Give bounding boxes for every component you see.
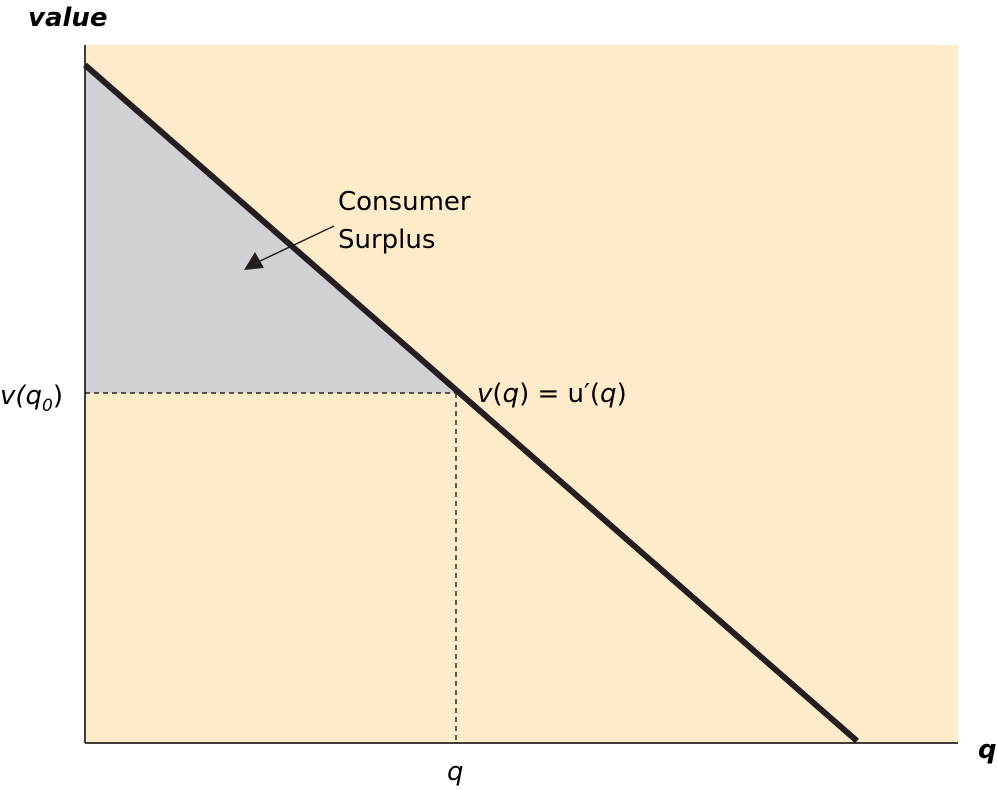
y-axis-title: value xyxy=(28,3,108,33)
surplus-arrow-shaft xyxy=(257,225,335,263)
curve-label-close: ) xyxy=(617,379,627,409)
y-tick-close: ) xyxy=(53,381,63,411)
y-tick-label: v(q0) xyxy=(0,381,63,416)
curve-label-q: q xyxy=(503,379,520,409)
curve-label-v: v xyxy=(477,379,493,409)
surplus-label-line2: Surplus xyxy=(338,225,435,255)
surplus-label-line1: Consumer xyxy=(338,187,471,217)
curve-label: v(q) = u′(q) xyxy=(477,379,627,409)
plot-background xyxy=(85,45,958,743)
curve-label-open: ( xyxy=(492,379,502,409)
x-tick-label: q xyxy=(447,757,464,787)
y-tick-main: v(q xyxy=(0,381,42,411)
demand-curve xyxy=(83,62,859,744)
y-tick-subscript: 0 xyxy=(42,396,53,416)
x-axis-title: q xyxy=(978,735,997,765)
curve-label-q2: q xyxy=(600,379,617,409)
curve-label-mid: ) = u′( xyxy=(519,379,600,409)
surplus-arrow-head xyxy=(244,252,264,270)
